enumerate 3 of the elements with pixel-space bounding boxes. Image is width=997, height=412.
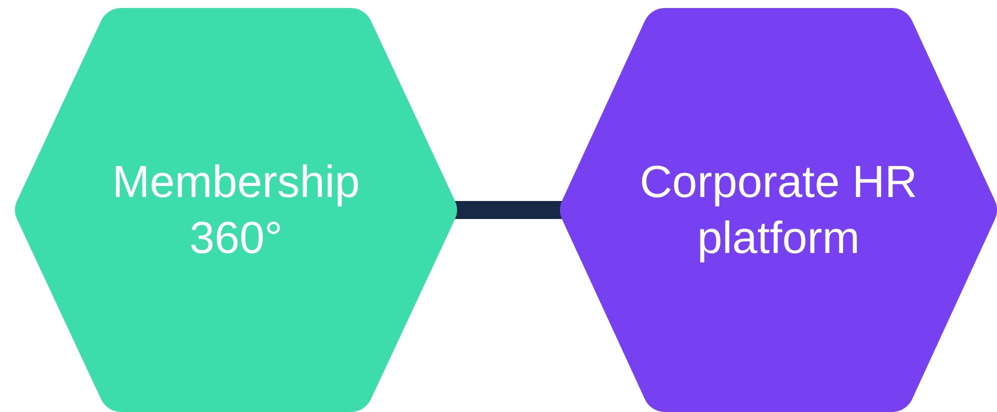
node-label: Corporate HR platform	[638, 155, 918, 265]
connector-line	[455, 201, 562, 219]
node-label: Membership 360°	[111, 155, 361, 265]
